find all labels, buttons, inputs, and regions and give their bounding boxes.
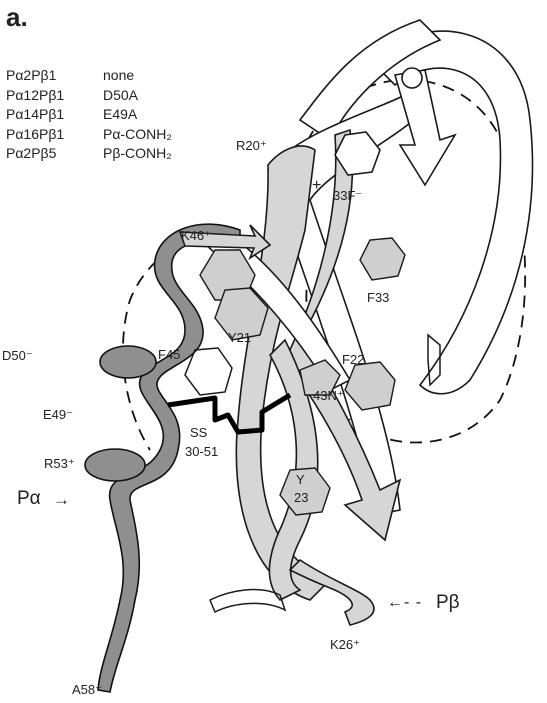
helix-turn-d50: [100, 346, 156, 378]
label-r20: R20⁺: [236, 138, 267, 154]
label-k26: K26⁺: [330, 637, 360, 653]
legend-mutation: Pβ-CONH₂: [103, 144, 172, 164]
legend-variant: Pα16Pβ1: [6, 125, 103, 145]
label-r53: R53⁺: [44, 456, 75, 472]
p-alpha-arrow-icon: →: [53, 490, 70, 510]
label-43n: 43N⁺: [313, 388, 344, 404]
legend-mutation: D50A: [103, 86, 138, 106]
label-ss: SS: [190, 425, 207, 440]
legend-mutation: E49A: [103, 105, 137, 125]
legend-variant: Pα12Pβ1: [6, 86, 103, 106]
legend-variant: Pα14Pβ1: [6, 105, 103, 125]
disulfide-bond-30-51: [168, 395, 290, 432]
helix-turn-r53: [85, 449, 145, 481]
label-y23-number: 23: [294, 490, 308, 505]
legend-mutation: Pα-CONH₂: [103, 125, 172, 145]
loop-knob: [402, 68, 422, 88]
label-y23-letter: Y: [296, 472, 305, 487]
label-33f: 33F⁻: [333, 188, 362, 204]
tube-loop-bottom: [210, 590, 285, 612]
label-f22: F22: [342, 352, 364, 367]
label-p-beta: Pβ: [436, 592, 460, 614]
label-a58: A58⁻: [72, 682, 102, 698]
legend-mutation: none: [103, 66, 134, 86]
legend-row: Pα2Pβ5 Pβ-CONH₂: [6, 144, 172, 164]
label-p-alpha: Pα: [17, 488, 41, 510]
legend-row: Pα2Pβ1 none: [6, 66, 172, 86]
label-f33: F33: [367, 290, 389, 305]
beta-strand-outer-right: [372, 31, 533, 394]
label-ss-range: 30-51: [185, 444, 218, 459]
side-chain-f33: [360, 238, 405, 280]
label-d50: D50⁻: [2, 348, 33, 364]
label-f45: F45: [158, 347, 180, 362]
legend-variant: Pα2Pβ5: [6, 144, 103, 164]
variant-legend: Pα2Pβ1 none Pα12Pβ1 D50A Pα14Pβ1 E49A Pα…: [6, 66, 172, 164]
legend-variant: Pα2Pβ1: [6, 66, 103, 86]
legend-row: Pα12Pβ1 D50A: [6, 86, 172, 106]
p-beta-dashed-arrow-icon: ←- -: [387, 594, 422, 612]
label-k46: K46⁺: [181, 228, 211, 244]
label-e49: E49⁻: [43, 407, 73, 423]
label-plus: +: [312, 177, 321, 195]
legend-row: Pα14Pβ1 E49A: [6, 105, 172, 125]
label-y21: Y21: [228, 330, 251, 345]
legend-row: Pα16Pβ1 Pα-CONH₂: [6, 125, 172, 145]
panel-label: a.: [6, 2, 28, 33]
